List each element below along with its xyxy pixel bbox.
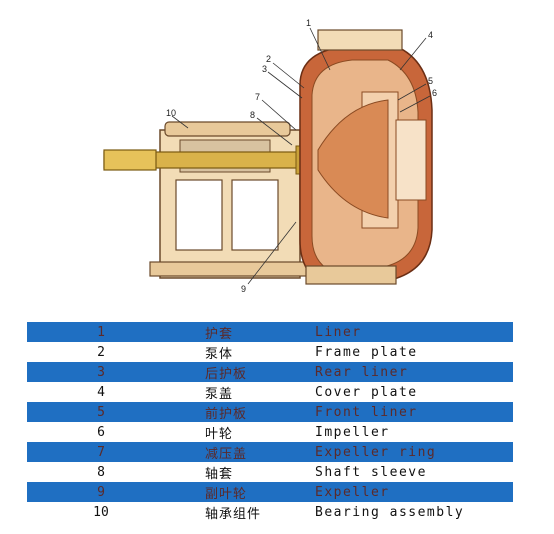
callout-2: 2 bbox=[266, 54, 271, 64]
callout-7: 7 bbox=[255, 92, 260, 102]
part-name-english: Cover plate bbox=[315, 382, 513, 402]
part-number: 3 bbox=[27, 362, 205, 382]
part-name-chinese: 前护板 bbox=[205, 402, 315, 422]
part-number: 7 bbox=[27, 442, 205, 462]
part-name-english: Expeller ring bbox=[315, 442, 513, 462]
part-number: 10 bbox=[27, 502, 205, 522]
part-name-english: Rear liner bbox=[315, 362, 513, 382]
part-number: 4 bbox=[27, 382, 205, 402]
part-name-english: Liner bbox=[315, 322, 513, 342]
callout-labels: 1 2 3 4 5 6 7 8 9 10 bbox=[166, 18, 437, 294]
part-number: 1 bbox=[27, 322, 205, 342]
part-name-english: Expeller bbox=[315, 482, 513, 502]
part-name-chinese: 副叶轮 bbox=[205, 482, 315, 502]
part-name-chinese: 减压盖 bbox=[205, 442, 315, 462]
part-name-chinese: 泵盖 bbox=[205, 382, 315, 402]
callout-5: 5 bbox=[428, 76, 433, 86]
callout-6: 6 bbox=[432, 88, 437, 98]
part-name-english: Impeller bbox=[315, 422, 513, 442]
part-number: 2 bbox=[27, 342, 205, 362]
part-name-chinese: 护套 bbox=[205, 322, 315, 342]
bearing-frame bbox=[149, 121, 311, 279]
part-number: 5 bbox=[27, 402, 205, 422]
pump-sectional-diagram: 1 2 3 4 5 6 7 8 9 10 bbox=[103, 18, 437, 294]
part-name-chinese: 轴套 bbox=[205, 462, 315, 482]
part-name-chinese: 后护板 bbox=[205, 362, 315, 382]
callout-leaders bbox=[171, 27, 431, 285]
part-name-english: Front liner bbox=[315, 402, 513, 422]
part-name-chinese: 叶轮 bbox=[205, 422, 315, 442]
part-name-english: Frame plate bbox=[315, 342, 513, 362]
part-number: 6 bbox=[27, 422, 205, 442]
part-number: 8 bbox=[27, 462, 205, 482]
pump-casing bbox=[299, 29, 433, 285]
callout-9: 9 bbox=[241, 284, 246, 294]
callout-4: 4 bbox=[428, 30, 433, 40]
part-name-english: Shaft sleeve bbox=[315, 462, 513, 482]
callout-3: 3 bbox=[262, 64, 267, 74]
callout-8: 8 bbox=[250, 110, 255, 120]
part-name-english: Bearing assembly bbox=[315, 502, 513, 522]
part-number: 9 bbox=[27, 482, 205, 502]
part-name-chinese: 轴承组件 bbox=[205, 502, 315, 522]
callout-10: 10 bbox=[166, 108, 176, 118]
callout-1: 1 bbox=[306, 18, 311, 28]
part-name-chinese: 泵体 bbox=[205, 342, 315, 362]
